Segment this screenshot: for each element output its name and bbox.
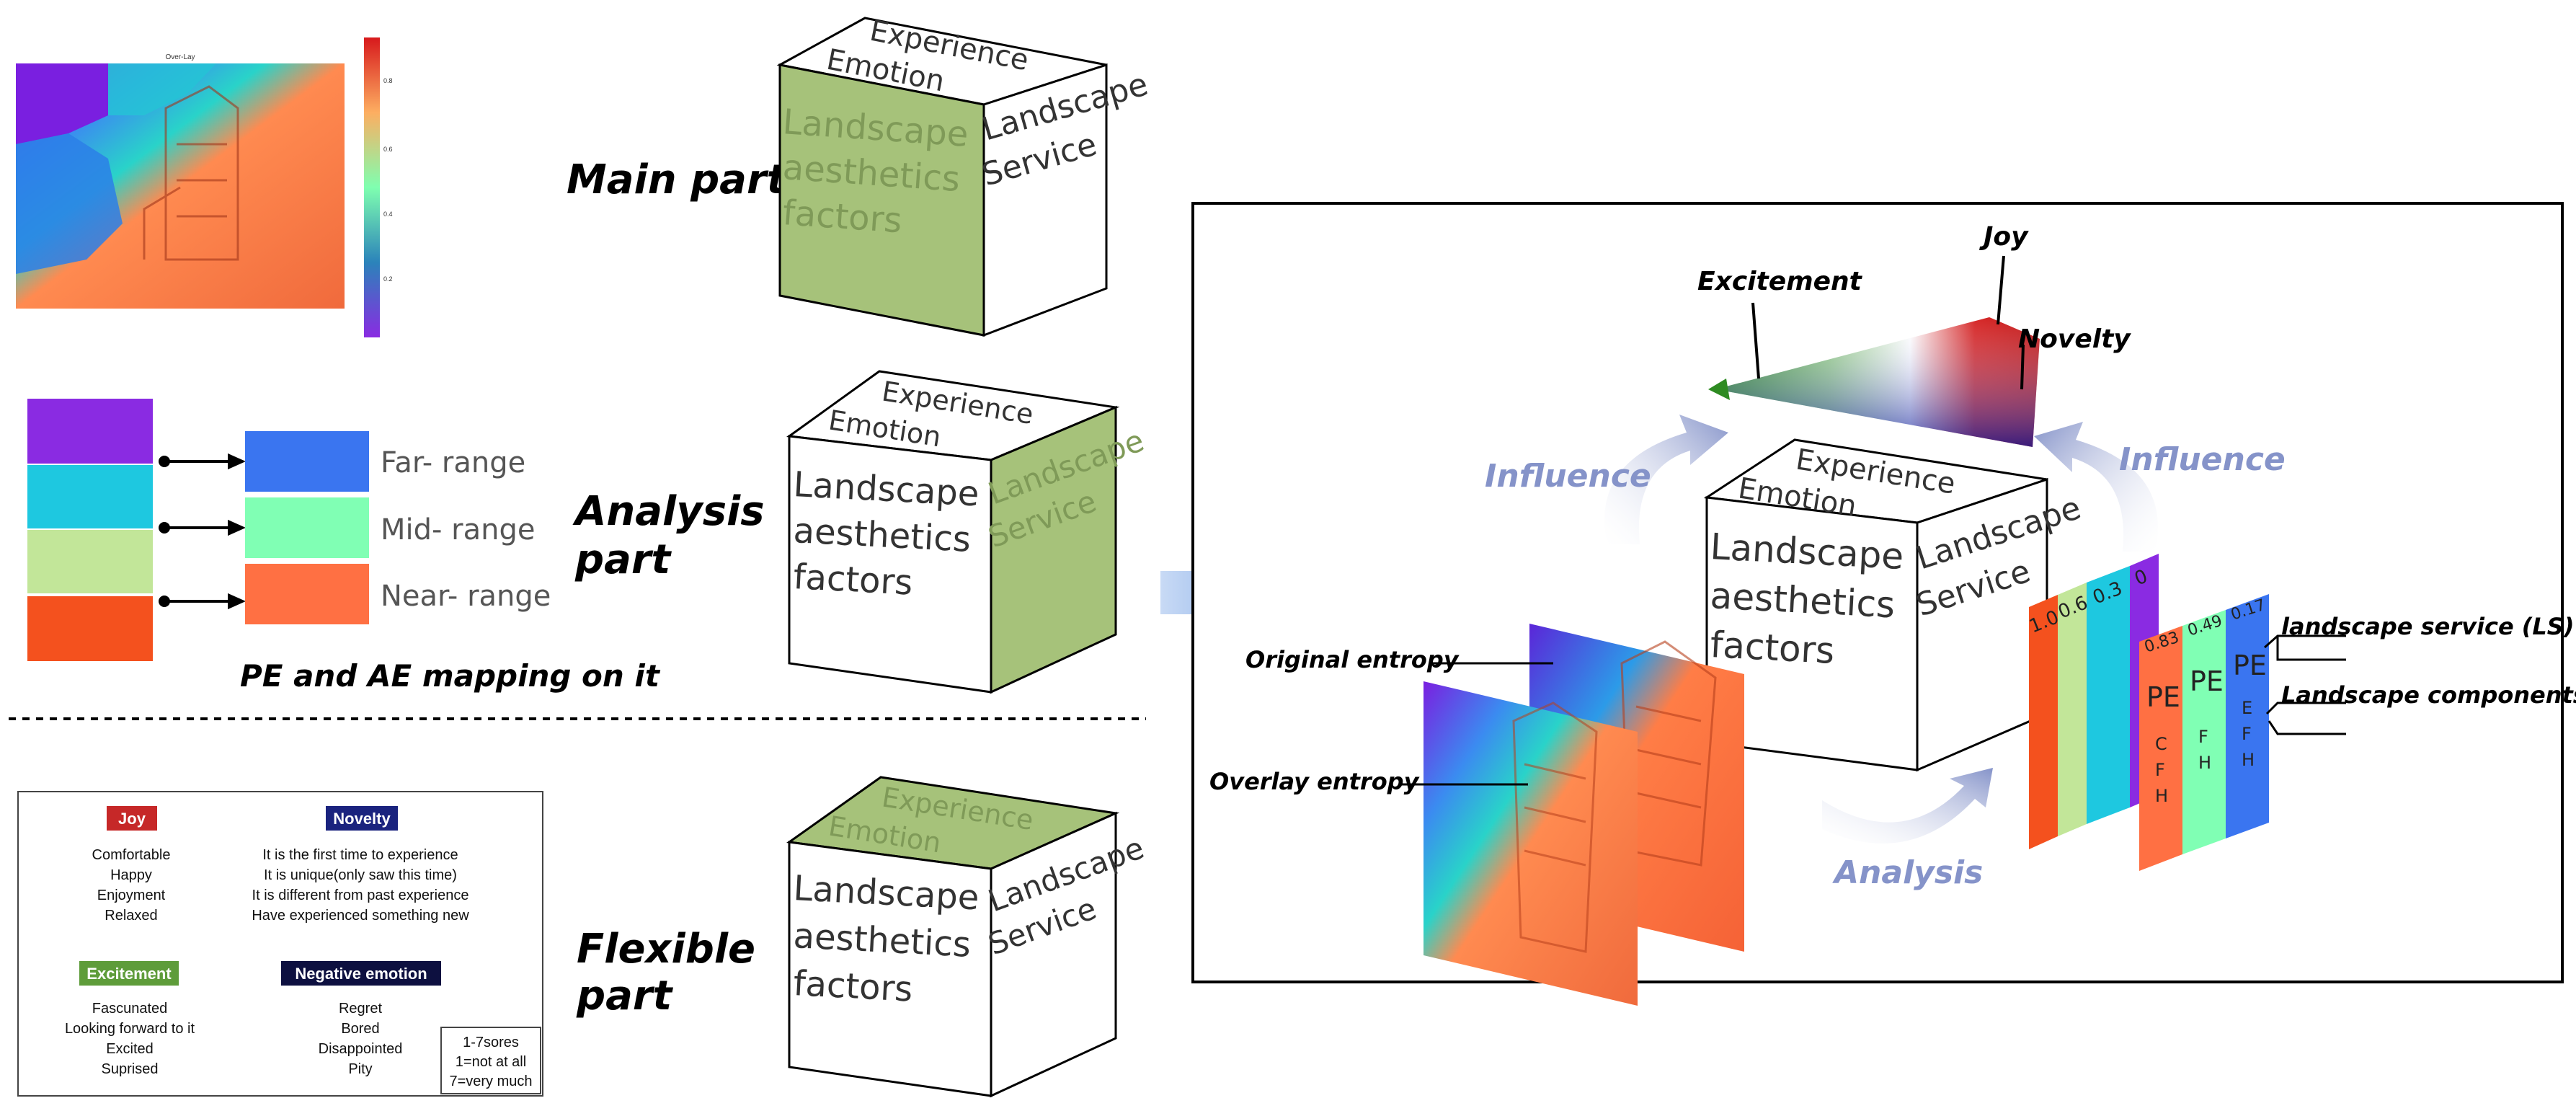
influence-arrow-right (2034, 422, 2158, 552)
pe-strips (2139, 594, 2269, 871)
joy-item: Happy (110, 867, 152, 883)
analysis-part-label: Analysis (572, 488, 765, 535)
cube-main-part (776, 17, 1108, 337)
influence-arrow-left (1604, 415, 1728, 544)
negative-title: Negative emotion (295, 965, 427, 983)
mapping-caption: PE and AE mapping on it (240, 658, 661, 694)
cube2-front-text: Landscape (792, 464, 980, 514)
center-cube-front-3: factors (1709, 624, 1835, 672)
emotion-triangle (1708, 317, 2040, 447)
pe-sub: H (2242, 750, 2255, 770)
near-range-label: Near- range (381, 580, 551, 613)
pe-sub: C (2155, 734, 2167, 754)
pe-label: PE (2190, 665, 2224, 697)
negative-item: Regret (339, 1001, 382, 1017)
joy-item: Comfortable (92, 847, 171, 863)
negative-item: Bored (341, 1021, 379, 1037)
scale-text: 1-7sores (463, 1035, 519, 1050)
part-labels: Main part Analysis part Flexible part (567, 156, 788, 1019)
far-range-swatch (245, 431, 369, 492)
near-range-swatch (245, 564, 369, 624)
overlay-entropy-image (1424, 681, 1638, 1006)
swatch-lightgreen (27, 530, 153, 593)
components-label: Landscape components (2281, 681, 2576, 709)
novelty-label: Novelty (2018, 324, 2131, 354)
pe-sub: H (2155, 786, 2168, 806)
swatch-cyan (27, 465, 153, 528)
original-entropy-label: Original entropy (1245, 646, 1460, 673)
center-cube-front: Landscape (1709, 526, 1904, 577)
pe-sub: F (2198, 727, 2208, 747)
cube3-front-text-3: factors (792, 963, 913, 1010)
colorbar-tick: 0.2 (383, 275, 393, 283)
pe-sub: F (2155, 760, 2165, 780)
pe-sub: E (2242, 698, 2252, 718)
ls-label: landscape service (LS) (2281, 613, 2574, 640)
scale-text: 7=very much (449, 1074, 532, 1089)
cube-flexible-part (786, 776, 1120, 1098)
excitement-item: Suprised (102, 1061, 159, 1077)
novelty-item: It is different from past experience (252, 888, 469, 903)
swatch-purple (27, 399, 153, 464)
heatmap-title: Over-Lay (165, 53, 195, 61)
mid-range-swatch (245, 497, 369, 558)
scale-text: 1=not at all (456, 1054, 526, 1070)
joy-item: Relaxed (105, 908, 157, 924)
excitement-title: Excitement (86, 965, 172, 983)
colorbar-tick: 0.6 (383, 146, 393, 153)
pe-sub: H (2198, 753, 2211, 773)
cube2-front-text-2: aesthetics (792, 510, 972, 560)
overlay-heatmap: Over-Lay 0.8 0.6 0.4 0.2 (16, 37, 393, 337)
far-range-label: Far- range (381, 446, 525, 479)
excitement-item: Looking forward to it (65, 1021, 195, 1037)
influence-left-label: Influence (1485, 458, 1651, 495)
flexible-part-label-2: part (576, 973, 673, 1019)
novelty-badge (326, 806, 398, 831)
center-cube-front-2: aesthetics (1709, 575, 1896, 626)
overlay-entropy-label: Overlay entropy (1209, 768, 1420, 795)
negative-badge (281, 961, 441, 986)
cube1-front-text-3: factors (781, 192, 903, 241)
excitement-badge (79, 961, 179, 986)
scale-box (440, 1027, 541, 1094)
cube-analysis-part (786, 370, 1120, 694)
main-part-label: Main part (567, 156, 788, 203)
mid-range-label: Mid- range (381, 513, 535, 546)
negative-item: Disappointed (319, 1041, 403, 1057)
excitement-item: Fascunated (92, 1001, 168, 1017)
joy-item: Enjoyment (97, 888, 166, 903)
flexible-part-label: Flexible (577, 926, 755, 973)
analysis-part-label-2: part (574, 536, 672, 583)
framework-panel: Excitement Joy Novelty Influence Influen… (1191, 202, 2576, 1006)
pe-label: PE (2233, 650, 2267, 681)
excitement-label: Excitement (1697, 267, 1863, 296)
novelty-item: It is the first time to experience (262, 847, 458, 863)
cube3-front-text: Landscape (792, 868, 980, 918)
novelty-item: It is unique(only saw this time) (264, 867, 457, 883)
negative-item: Pity (348, 1061, 372, 1077)
joy-badge (107, 806, 157, 831)
novelty-title: Novelty (333, 810, 391, 828)
joy-label: Joy (1979, 222, 2029, 252)
cube2-front-text-3: factors (792, 557, 913, 603)
analysis-label: Analysis (1832, 854, 1983, 891)
excitement-item: Excited (106, 1041, 154, 1057)
range-mapping: Far- range Mid- range Near- range PE and… (27, 399, 661, 694)
emotion-legend: Joy Comfortable Happy Enjoyment Relaxed … (17, 791, 543, 1097)
novelty-item: Have experienced something new (252, 908, 469, 924)
pe-label: PE (2146, 681, 2180, 713)
colorbar-tick: 0.8 (383, 77, 393, 84)
influence-right-label: Influence (2119, 441, 2286, 478)
swatch-red (27, 596, 153, 661)
cube3-front-text-2: aesthetics (792, 916, 972, 965)
pe-sub: F (2242, 724, 2252, 744)
analysis-arrow (1822, 768, 1993, 844)
joy-title: Joy (118, 810, 146, 828)
colorbar-tick: 0.4 (383, 211, 393, 218)
